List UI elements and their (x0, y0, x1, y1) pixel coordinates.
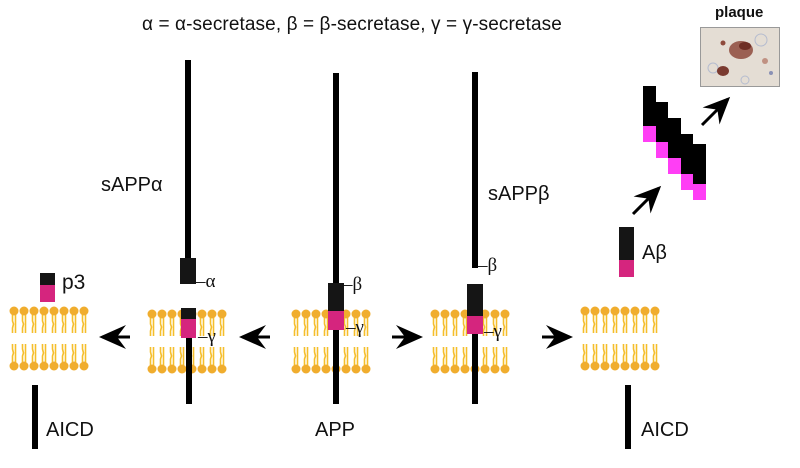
aicd-left-label: AICD (46, 419, 94, 441)
oligomer-unit-pink (681, 174, 693, 190)
abeta-pink (619, 260, 634, 277)
plaque-image (700, 27, 780, 87)
alpha-cut-label: –α (196, 271, 216, 292)
oligomer-unit-dark (693, 144, 706, 184)
c83-tail (186, 338, 192, 404)
c99-dark (467, 284, 483, 316)
oligomer-unit-dark (681, 134, 693, 174)
abeta-dark (619, 227, 634, 260)
oligomer-unit-pink (668, 158, 681, 174)
oligomer-unit-dark (656, 102, 668, 142)
gamma-cut-label-app: –γ (346, 317, 364, 338)
sapp-alpha-label: sAPPα (101, 174, 163, 196)
gamma-cut-label-beta: –γ (484, 321, 502, 342)
app-abeta-pink (328, 311, 344, 330)
c83-pink (181, 319, 196, 338)
sapp-beta-line (472, 72, 478, 268)
app-line (333, 73, 339, 283)
app-abeta-dark (328, 283, 344, 311)
c99-pink (467, 316, 483, 334)
oligomer-unit-pink (693, 184, 706, 200)
gamma-cut-label-alpha: –γ (198, 326, 216, 347)
beta-cut-label-sapp: –β (478, 255, 498, 276)
oligomer-unit-pink (643, 126, 656, 142)
c83-dark (181, 308, 196, 319)
sapp-beta-label: sAPPβ (488, 183, 550, 205)
oligomer-unit-dark (643, 86, 656, 126)
oligomer-unit-dark (668, 118, 681, 158)
beta-cut-label-app: –β (343, 274, 363, 295)
aicd-left-line (32, 385, 38, 449)
app-tail (333, 330, 339, 404)
c99-tail (472, 334, 478, 404)
secretase-legend: α = α-secretase, β = β-secretase, γ = γ-… (142, 14, 562, 35)
abeta-oligomer (643, 86, 713, 206)
sapp-alpha-line (185, 60, 191, 260)
p3-fragment-pink (40, 285, 55, 302)
plaque-label: plaque (715, 4, 764, 21)
p3-fragment-dark (40, 273, 55, 285)
app-label: APP (315, 419, 356, 441)
p3-label: p3 (62, 271, 86, 294)
aicd-right-label: AICD (641, 419, 689, 441)
aicd-right-line (625, 385, 631, 449)
abeta-label: Aβ (642, 242, 667, 264)
oligomer-unit-pink (656, 142, 668, 158)
sapp-alpha-fragment (180, 258, 196, 284)
